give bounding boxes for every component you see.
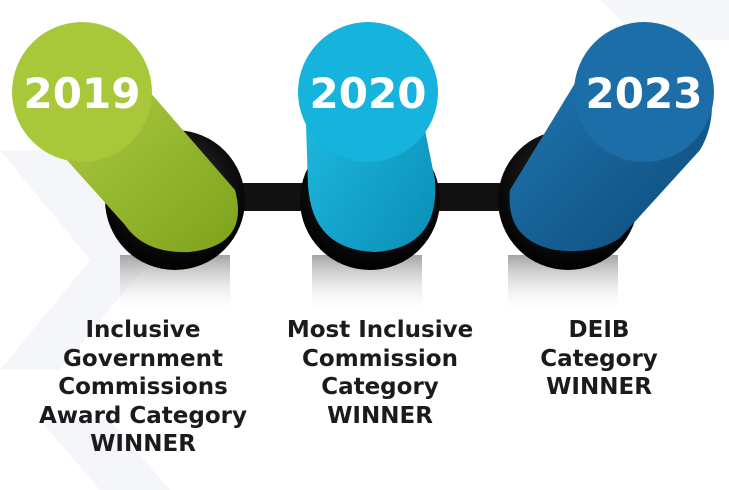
year-bubble	[298, 22, 438, 162]
milestone-2019: 2019	[12, 22, 245, 315]
caption-line: DEIB	[568, 317, 630, 343]
caption-line: WINNER	[327, 402, 433, 429]
milestone-2020: 2020	[298, 22, 440, 315]
caption-line: Inclusive	[85, 317, 201, 343]
caption-line: Commissions	[58, 374, 228, 400]
caption-line: Award Category	[39, 402, 247, 429]
caption-line: WINNER	[546, 374, 652, 400]
year-bubble	[12, 22, 152, 162]
year-label-2020: 2020	[310, 69, 427, 118]
award-caption-2020: Most Inclusive Commission Category WINNE…	[262, 316, 498, 430]
milestone-2023: 2023	[498, 22, 714, 315]
year-label-2023: 2023	[586, 69, 703, 118]
year-bubble	[574, 22, 714, 162]
caption-line: Commission	[302, 345, 458, 372]
caption-line: Government	[63, 345, 223, 372]
year-label-2019: 2019	[24, 69, 141, 118]
caption-line: WINNER	[90, 431, 196, 457]
caption-line: Most Inclusive	[286, 317, 474, 343]
caption-line: Category	[321, 374, 439, 400]
caption-line: Category	[540, 345, 658, 372]
award-caption-2023: DEIB Category WINNER	[506, 316, 692, 402]
award-caption-2019: Inclusive Government Commissions Award C…	[0, 316, 286, 459]
